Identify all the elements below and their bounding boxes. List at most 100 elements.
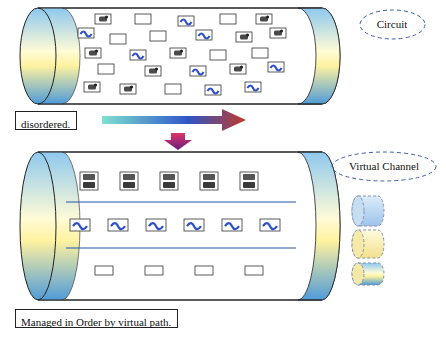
- packet-figure: [247, 86, 258, 91]
- packet-figure: [83, 182, 95, 188]
- packet-figure: [240, 65, 243, 68]
- packet-icon: [178, 16, 194, 26]
- packet-frame: [270, 28, 286, 38]
- packet-frame: [150, 31, 166, 41]
- packet-icon: [245, 82, 261, 92]
- packet-frame: [130, 50, 146, 60]
- packet-figure: [149, 223, 163, 229]
- packet-icon: [95, 266, 113, 275]
- packet-frame: [108, 219, 128, 231]
- callout-label: Circuit: [377, 18, 408, 31]
- packet-figure: [192, 70, 203, 75]
- packet-frame: [145, 266, 163, 275]
- packet-icon: [120, 172, 138, 190]
- packet-icon: [85, 48, 101, 58]
- packet-frame: [95, 14, 111, 24]
- packet-figure: [180, 49, 183, 52]
- packet-icon: [200, 172, 218, 190]
- packet-frame: [210, 50, 226, 60]
- packet-frame: [230, 64, 246, 74]
- packet-frame: [220, 14, 236, 24]
- packet-figure: [163, 182, 175, 188]
- packet-icon: [268, 62, 284, 72]
- cylinder-band: [298, 8, 340, 104]
- packet-icon: [210, 50, 226, 60]
- cylinder-band: [298, 152, 340, 300]
- packet-icon: [260, 219, 280, 231]
- packet-figure: [263, 223, 277, 229]
- callout-ellipse: Circuit: [359, 9, 426, 40]
- packet-figure: [155, 67, 158, 70]
- packet-icon: [120, 84, 136, 94]
- packet-icon: [108, 219, 128, 231]
- packet-frame: [165, 84, 181, 94]
- packet-frame: [245, 266, 263, 275]
- packet-figure: [225, 223, 239, 229]
- box-label: disordered.: [21, 118, 70, 131]
- callout-ellipse: Virtual Channel: [331, 151, 437, 182]
- packet-figure: [180, 20, 191, 25]
- packet-figure: [187, 223, 201, 229]
- packet-icon: [222, 219, 242, 231]
- packet-icon: [150, 31, 166, 41]
- packet-icon: [146, 219, 166, 231]
- packet-figure: [73, 223, 87, 229]
- packet-frame: [120, 84, 136, 94]
- callout-label: Virtual Channel: [349, 160, 419, 173]
- packet-frame: [98, 64, 114, 74]
- packet-figure: [207, 89, 218, 94]
- packet-icon: [160, 172, 178, 190]
- packet-figure: [246, 33, 249, 36]
- cylinder-cap: [20, 8, 56, 104]
- cylinder-outline: [38, 8, 322, 104]
- callout-outline: [360, 10, 425, 39]
- packet-figure: [80, 32, 91, 37]
- packet-frame: [260, 219, 280, 231]
- packet-icon: [165, 84, 181, 94]
- packet-frame: [222, 219, 242, 231]
- label-box: Managed in Order by virtual path.: [15, 309, 178, 328]
- packet-icon: [110, 34, 126, 44]
- packet-frame: [256, 14, 272, 24]
- packet-icon: [84, 82, 100, 92]
- packet-frame: [200, 172, 218, 190]
- packet-frame: [145, 66, 161, 76]
- packet-frame: [135, 14, 151, 24]
- packet-frame: [184, 219, 204, 231]
- packet-figure: [123, 174, 135, 180]
- packet-icon: [135, 14, 151, 24]
- packet-icon: [170, 48, 186, 58]
- packet-icon: [220, 14, 236, 24]
- packet-figure: [243, 182, 255, 188]
- packet-icon: [245, 266, 263, 275]
- packet-icon: [98, 64, 114, 74]
- packet-icon: [205, 85, 221, 95]
- packet-figure: [198, 34, 209, 39]
- packet-frame: [120, 172, 138, 190]
- packet-frame: [160, 172, 178, 190]
- packet-icon: [256, 14, 272, 24]
- packet-frame: [196, 30, 212, 40]
- packet-frame: [170, 48, 186, 58]
- packet-figure: [95, 49, 98, 52]
- packet-icon: [196, 30, 212, 40]
- packet-frame: [78, 28, 94, 38]
- packet-frame: [245, 82, 261, 92]
- packet-icon: [145, 266, 163, 275]
- packet-icons: [70, 14, 286, 275]
- packet-icon: [70, 219, 90, 231]
- packet-icon: [184, 219, 204, 231]
- packet-figure: [243, 174, 255, 180]
- flow-arrow: [102, 109, 246, 131]
- packet-icon: [95, 14, 111, 24]
- virtual-path-cylinder: [20, 152, 340, 300]
- cylinder-cap: [20, 152, 56, 300]
- packet-frame: [80, 172, 98, 190]
- packet-icon: [236, 32, 252, 42]
- channel-segment: [352, 230, 384, 258]
- packet-frame: [146, 219, 166, 231]
- packet-figure: [132, 54, 143, 59]
- packet-frame: [70, 219, 90, 231]
- packet-icon: [145, 66, 161, 76]
